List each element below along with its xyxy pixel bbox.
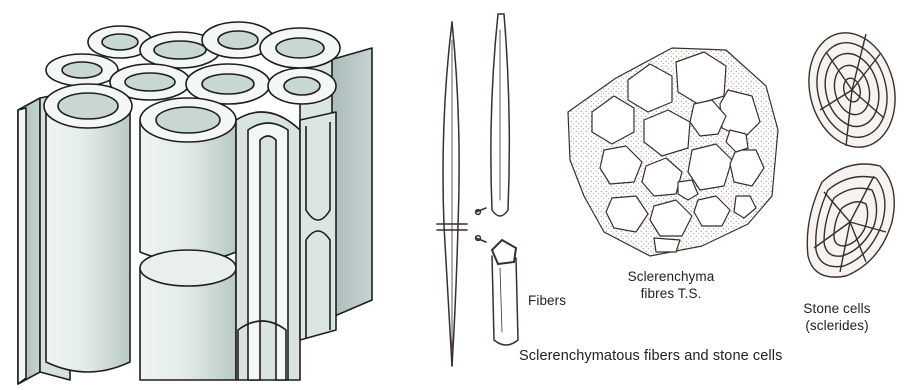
stone-cells-drawing: [797, 24, 905, 278]
fibers-label: Fibers: [528, 292, 566, 309]
fiber-cells-drawing: [437, 14, 518, 366]
stone-cells-label: Stone cells (sclerides): [795, 300, 879, 334]
sclerenchyma-cross-section: [568, 48, 778, 256]
stone-cells-label-line-2: (sclerides): [795, 317, 879, 334]
sclerenchyma-label-line-1: Sclerenchyma: [612, 268, 730, 285]
stone-cells-label-line-1: Stone cells: [795, 300, 879, 317]
fiber-block-illustration: [18, 22, 372, 384]
sclerenchyma-label-line-2: fibres T.S.: [612, 285, 730, 302]
figure-caption: Sclerenchymatous fibers and stone cells: [519, 348, 782, 365]
sclerenchyma-fibres-label: Sclerenchyma fibres T.S.: [612, 268, 730, 302]
